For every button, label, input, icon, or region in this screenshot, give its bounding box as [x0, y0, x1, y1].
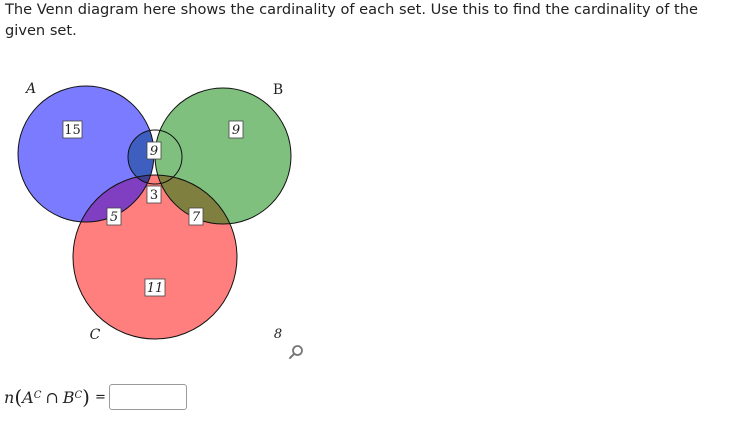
- region-b-and-c-box: [188, 207, 204, 226]
- region-a-and-b: 9: [150, 144, 158, 159]
- cardinality-n: n: [4, 387, 15, 407]
- close-paren: ): [82, 385, 90, 409]
- set-b-symbol: B: [62, 387, 75, 407]
- set-a-symbol: A: [22, 387, 34, 407]
- complement-b-symbol: C: [74, 389, 83, 401]
- equals-sign: =: [94, 389, 106, 405]
- region-a-b-c: 3: [150, 188, 158, 203]
- overlap-middle: [128, 130, 154, 184]
- answer-row: n ( A C ∩ B C ) =: [4, 381, 187, 413]
- set-b-label: B: [273, 82, 283, 98]
- set-expression: n ( A C ∩ B C ) =: [4, 385, 109, 409]
- open-paren: (: [14, 385, 23, 409]
- region-c-only: 11: [147, 281, 164, 296]
- region-a-and-c-box: [106, 207, 122, 226]
- set-c-label: C: [90, 327, 101, 343]
- region-a-b-c-box: [146, 185, 162, 204]
- instructions-text: The Venn diagram here shows the cardinal…: [5, 1, 698, 39]
- overlap-a-c: [73, 175, 154, 222]
- region-b-only-box: [228, 120, 244, 139]
- intersection-symbol: ∩: [45, 387, 59, 407]
- magnifier-icon[interactable]: [288, 344, 304, 360]
- overlap-b-c: [155, 175, 237, 224]
- complement-a-symbol: C: [33, 389, 42, 401]
- region-b-only: 9: [232, 123, 240, 138]
- region-c-only-box: [144, 278, 166, 297]
- region-a-and-c: 5: [110, 210, 118, 225]
- answer-input[interactable]: [108, 384, 187, 410]
- region-a-only-box: [62, 120, 83, 139]
- set-a-label: A: [24, 81, 36, 97]
- region-a-and-b-box: [146, 141, 162, 160]
- region-b-and-c: 7: [192, 210, 201, 225]
- region-a-only: 15: [64, 123, 81, 138]
- region-outside: 8: [274, 327, 282, 342]
